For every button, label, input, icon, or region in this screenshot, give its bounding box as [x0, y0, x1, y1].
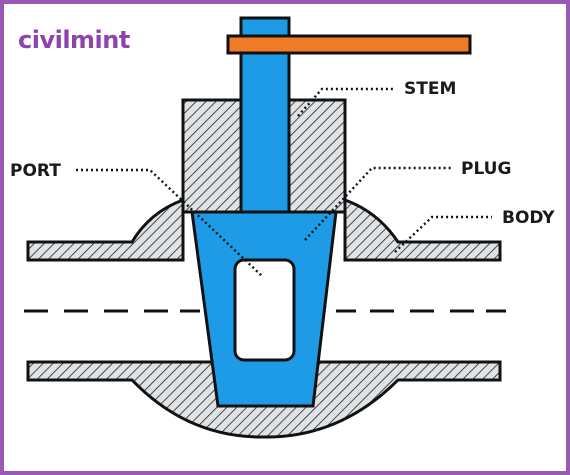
label-port: PORT [10, 161, 61, 181]
plug-port-opening [233, 258, 296, 362]
pipe-wall-upper-right [343, 197, 502, 262]
label-body: BODY [502, 208, 555, 228]
stem-leader-line [297, 87, 394, 117]
body-leader-line [394, 215, 492, 253]
valve-handle [226, 34, 472, 55]
label-stem: STEM [404, 79, 456, 99]
brand-logo-text: civilmint [18, 26, 130, 54]
plug-leader-line [304, 166, 452, 241]
pipe-wall-upper-left [26, 197, 185, 262]
port-leader-line [76, 168, 263, 277]
label-plug: PLUG [461, 159, 511, 179]
